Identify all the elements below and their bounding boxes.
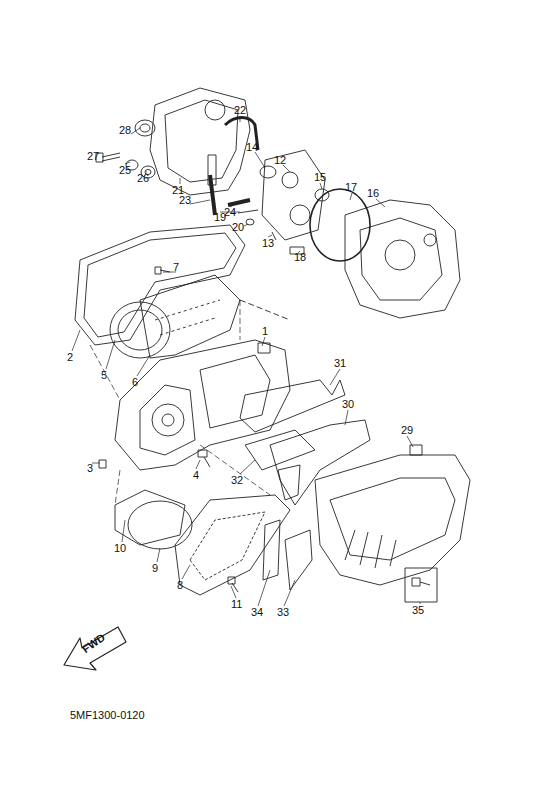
callout-number: 33	[277, 606, 289, 618]
callout-number: 35	[412, 604, 424, 616]
callout-number: 13	[262, 237, 274, 249]
callout-number: 5	[101, 369, 107, 381]
callout-number: 18	[294, 251, 306, 263]
direction-arrow-text: FWD	[80, 631, 107, 655]
callout-number: 11	[231, 598, 242, 610]
callout-number: 7	[173, 261, 179, 273]
callout-number: 8	[177, 579, 183, 591]
callout-number: 10	[114, 542, 126, 554]
callout-number: 30	[342, 398, 354, 410]
callout-number: 3	[87, 462, 93, 474]
callout-number: 16	[367, 187, 379, 199]
callout-number: 4	[193, 469, 199, 481]
callout-number: 1	[262, 325, 268, 337]
callout-number: 17	[345, 181, 357, 193]
callout-number: 27	[87, 150, 99, 162]
callout-number: 26	[137, 172, 149, 184]
callout-number: 23	[179, 194, 191, 206]
callout-number: 6	[132, 376, 138, 388]
callout-number: 29	[401, 424, 413, 436]
callout-number: 14	[246, 141, 258, 153]
callout-number: 31	[334, 357, 346, 369]
callout-number: 15	[314, 171, 326, 183]
callout-number: 20	[232, 221, 244, 233]
callout-number: 12	[274, 154, 286, 166]
callout-number: 25	[119, 164, 131, 176]
callout-number: 22	[234, 104, 246, 116]
callout-number: 28	[119, 124, 131, 136]
diagram-code: 5MF1300-0120	[70, 709, 145, 721]
callout-number: 24	[224, 206, 236, 218]
callout-number: 9	[152, 562, 158, 574]
callout-number: 2	[67, 351, 73, 363]
callout-number: 34	[251, 606, 263, 618]
callout-number: 32	[231, 474, 243, 486]
